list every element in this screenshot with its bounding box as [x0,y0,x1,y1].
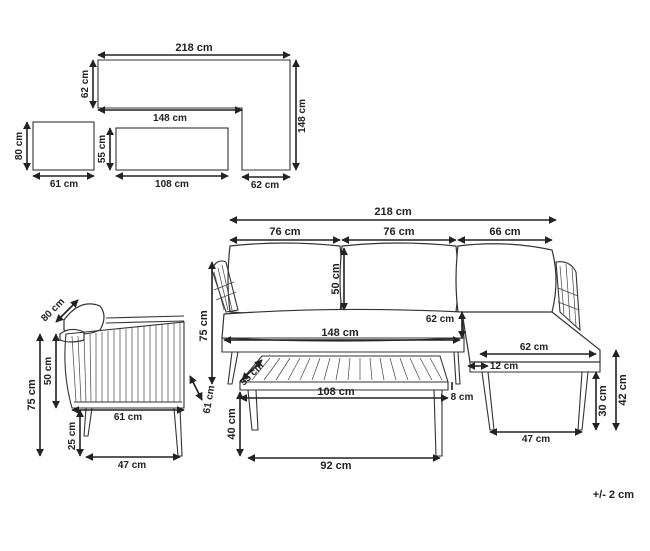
sofa-seg-2: 76 cm [383,226,414,238]
table-leg-left [247,389,259,431]
plan-table-depth: 55 cm [97,135,108,163]
coffee-table-view: 55 cm 108 cm 8 cm 40 cm 92 cm [226,355,474,472]
chair-back-diag: 80 cm [39,296,67,324]
chair-rope-weave [71,322,181,403]
tolerance-note: +/- 2 cm [593,489,634,501]
sofa-back-height: 50 cm [330,263,342,294]
plan-chair-width: 61 cm [50,179,78,190]
sofa-leg-mid [453,351,461,385]
sofa-total-height: 75 cm [198,310,210,341]
sofa-seat-depth: 62 cm [426,314,454,325]
corner-sofa-plan [97,59,291,171]
chair-leg-height: 25 cm [67,422,78,450]
plan-side-length: 148 cm [297,99,308,133]
chair-leg-front [83,407,93,437]
sofa-chaise-leg-left [481,371,495,431]
sofa-seat-width: 148 cm [321,327,359,339]
plan-end-depth: 62 cm [251,180,279,191]
sofa-chaise-cushion [461,311,601,363]
sofa-seg-1: 76 cm [269,226,300,238]
sofa-right-arm [555,261,581,332]
table-slats [251,357,443,381]
sofa-chaise-leg-span: 47 cm [522,434,550,445]
plan-views: 218 cm 62 cm 148 cm 148 cm 62 cm 80 cm 6… [14,42,308,191]
sofa-back-cushion-1 [227,242,343,315]
chair-seat-height-back: 50 cm [43,357,54,385]
sofa-total-width: 218 cm [374,206,412,218]
table-width: 108 cm [317,386,355,398]
sofa-leg-left [227,351,239,385]
chair-total-height: 75 cm [26,379,38,410]
sofa-seg-3: 66 cm [489,226,520,238]
sofa-right-arm-weave [557,263,580,327]
table-leg-span: 92 cm [320,460,351,472]
sofa-back-cushion-2 [339,242,459,315]
chair-arm-depth: 61 cm [202,385,218,415]
chair-seat-width: 61 cm [114,412,142,423]
plan-inner-length: 148 cm [153,113,187,124]
plan-chair-depth: 80 cm [14,132,25,160]
armchair-view: 80 cm 50 cm 75 cm 61 cm 61 cm 25 cm 47 c… [26,296,217,471]
plan-table-width: 108 cm [155,179,189,190]
table-depth: 55 cm [238,360,266,388]
sofa-chaise-gap: 12 cm [490,361,518,372]
sofa-back-cushion-3 [455,243,557,315]
sofa-view: 218 cm 76 cm 76 cm 66 cm 50 cm 75 cm 148… [198,206,629,445]
sofa-chaise-leg-right [577,371,589,431]
sofa-chaise-width: 62 cm [520,342,548,353]
plan-corner-width: 218 cm [175,42,213,54]
table-thickness: 8 cm [451,392,474,403]
plan-corner-depth: 62 cm [80,70,91,98]
chair-plan [32,121,95,171]
chair-leg-span: 47 cm [118,460,146,471]
table-leg-right [433,389,443,457]
table-plan [115,127,229,171]
table-top [238,355,449,383]
sofa-chaise-height: 42 cm [617,374,629,405]
sofa-chaise-leg: 30 cm [597,385,609,416]
table-height: 40 cm [226,408,238,439]
chair-leg-back [173,407,183,457]
